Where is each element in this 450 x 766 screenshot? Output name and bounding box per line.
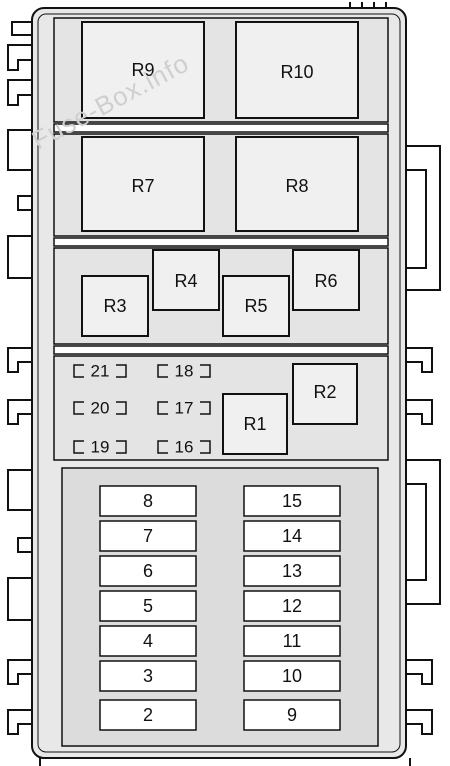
side-tab — [406, 709, 433, 735]
fuse-12-label: 12 — [282, 596, 302, 616]
mini-fuse-18-label: 18 — [175, 362, 194, 381]
fuse-11 — [243, 625, 341, 657]
side-tab — [7, 79, 32, 106]
relay-r2-label: R2 — [313, 382, 336, 402]
fuse-8-label: 8 — [143, 491, 153, 511]
side-tab — [406, 459, 441, 605]
separator-rail — [53, 237, 389, 247]
relay-r3-label: R3 — [103, 296, 126, 316]
fuse-13-label: 13 — [282, 561, 302, 581]
relay-r4-label: R4 — [174, 271, 197, 291]
fuse-15 — [243, 485, 341, 517]
side-tab — [7, 659, 32, 685]
separator-rail — [53, 123, 389, 133]
mini-fuse-18 — [157, 364, 211, 378]
mini-fuse-20-label: 20 — [91, 399, 110, 418]
mini-fuse-16 — [157, 440, 211, 454]
relay-r9-label: R9 — [131, 60, 154, 80]
mini-fuse-20 — [73, 401, 127, 415]
side-tab — [7, 709, 32, 735]
fuse-8 — [99, 485, 197, 517]
fuse-5 — [99, 590, 197, 622]
mini-fuse-19-label: 19 — [91, 438, 110, 457]
side-tab — [17, 537, 32, 553]
fuse-3-label: 3 — [143, 666, 153, 686]
fuse-7 — [99, 520, 197, 552]
side-tab — [7, 235, 32, 279]
mini-fuse-17 — [157, 401, 211, 415]
relay-r5-label: R5 — [244, 296, 267, 316]
side-tab — [406, 483, 427, 581]
separator-rail — [53, 345, 389, 355]
relay-r8-label: R8 — [285, 176, 308, 196]
fuse-box-inner-frame — [37, 13, 401, 753]
side-tab — [7, 469, 32, 511]
relay-r10-label: R10 — [280, 62, 313, 82]
mini-fuse-19 — [73, 440, 127, 454]
relay-r10 — [235, 21, 359, 119]
mini-fuse-17-label: 17 — [175, 399, 194, 418]
fuse-3 — [99, 660, 197, 692]
side-tab — [7, 577, 32, 621]
side-tab — [406, 145, 441, 291]
mini-fuse-21 — [73, 364, 127, 378]
relay-r2 — [292, 363, 358, 425]
relay-r8 — [235, 136, 359, 232]
fuse-13 — [243, 555, 341, 587]
relay-r6-label: R6 — [314, 271, 337, 291]
relay-r6 — [292, 249, 360, 311]
bottom-nub — [39, 758, 411, 766]
relay-r3 — [81, 275, 149, 337]
fuse-9 — [243, 699, 341, 731]
relay-r9 — [81, 21, 205, 119]
relay-r1-label: R1 — [243, 414, 266, 434]
fuse-11-label: 11 — [283, 631, 302, 651]
side-tab — [406, 169, 427, 269]
side-tab — [406, 347, 433, 373]
mini-fuse-16-label: 16 — [175, 438, 194, 457]
fuse-14-label: 14 — [282, 526, 302, 546]
fuse-2-label: 2 — [143, 705, 153, 725]
top-nub — [349, 2, 387, 8]
fuse-7-label: 7 — [143, 526, 153, 546]
side-tab — [7, 399, 32, 425]
relay-r4 — [152, 249, 220, 311]
side-tab — [406, 659, 433, 685]
fuse-4 — [99, 625, 197, 657]
fuse-10 — [243, 660, 341, 692]
fuse-5-label: 5 — [143, 596, 153, 616]
relay-r7-label: R7 — [131, 176, 154, 196]
fuse-9-label: 9 — [287, 705, 297, 725]
relay-r7 — [81, 136, 205, 232]
fuse-6-label: 6 — [143, 561, 153, 581]
side-tab — [17, 195, 32, 211]
fuse-10-label: 10 — [282, 666, 302, 686]
fuse-15-label: 15 — [282, 491, 302, 511]
mini-fuse-21-label: 21 — [91, 362, 110, 381]
side-tab — [406, 399, 433, 425]
side-tab — [7, 44, 32, 71]
fuse-6 — [99, 555, 197, 587]
fuse-14 — [243, 520, 341, 552]
fuse-12 — [243, 590, 341, 622]
fuse-4-label: 4 — [143, 631, 153, 651]
relay-r5 — [222, 275, 290, 337]
relay-r1 — [222, 393, 288, 455]
side-tab — [7, 129, 32, 171]
side-tab — [11, 21, 32, 36]
fuse-2 — [99, 699, 197, 731]
side-tab — [7, 347, 32, 373]
